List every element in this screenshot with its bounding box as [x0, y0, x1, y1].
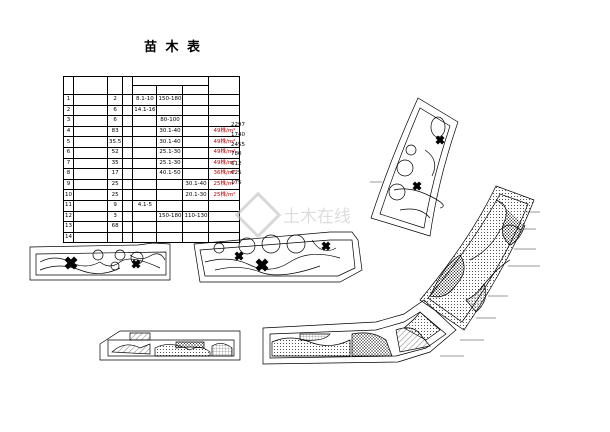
plan-bed-bottom-left: [99, 330, 241, 361]
plan-bed-left-top: [29, 242, 171, 281]
side-value: 780: [231, 151, 242, 158]
plan-bed-curved-upper: [370, 97, 459, 237]
side-value: 625: [231, 170, 242, 177]
side-value: 2297: [231, 122, 245, 129]
table-cell-a: [132, 231, 158, 244]
plan-bed-bottom-middle: [262, 299, 457, 365]
side-value: 175: [231, 179, 242, 186]
watermark-text: 土木在线: [283, 207, 351, 227]
table-header-row-2: [64, 85, 240, 95]
col-header-diameter: [132, 85, 158, 95]
plan-bed-mid-top: [193, 231, 363, 283]
table-cell-note: [208, 231, 241, 244]
side-value: 612: [231, 160, 242, 167]
table-header-row-1: [63, 76, 241, 95]
col-header-qty: [106, 76, 124, 95]
leader-lines: [370, 181, 540, 357]
col-header-crown: [182, 85, 210, 95]
side-value: 1740: [231, 131, 245, 138]
watermark: 土木在线: [234, 191, 351, 239]
table-cell-qty: [106, 231, 124, 244]
col-header-note: [208, 76, 241, 95]
plan-bed-right-curved: [419, 185, 535, 331]
side-value: 2455: [231, 141, 245, 148]
table-row: 14: [63, 231, 241, 244]
table-title: 苗 木 表: [143, 40, 203, 55]
